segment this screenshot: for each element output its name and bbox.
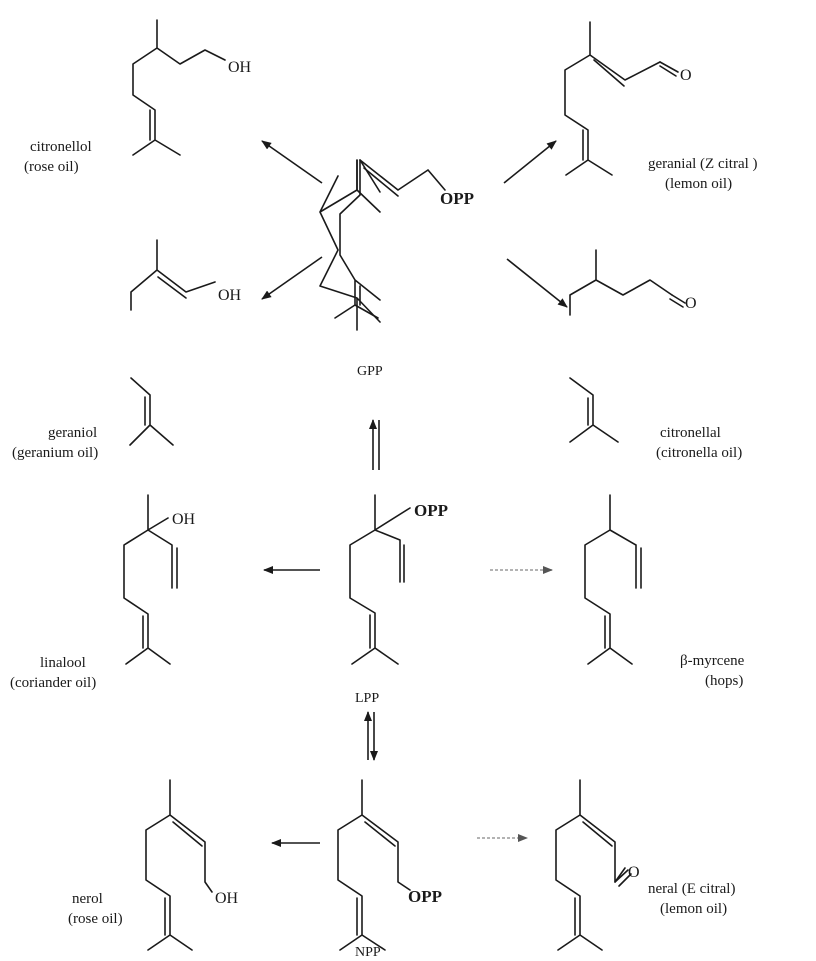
gpp-structure: OPP	[319, 159, 474, 331]
citronellal-o-label: O	[685, 295, 697, 312]
citronellol-source: (rose oil)	[24, 159, 79, 175]
geraniol-oh-label: OH	[218, 287, 242, 304]
nerol-name: nerol	[72, 891, 103, 907]
linalool-source: (coriander oil)	[10, 675, 96, 691]
neral-structure: O	[555, 779, 640, 951]
geranial-o-label: O	[680, 67, 692, 84]
nerol-source: (rose oil)	[68, 911, 123, 927]
geranial-name: geranial (Z citral )	[648, 156, 758, 172]
citronellol-name: citronellol	[30, 139, 92, 155]
neral-name: neral (E citral)	[648, 881, 735, 897]
myrcene-source: (hops)	[705, 673, 743, 689]
linalool-name: linalool	[40, 655, 86, 671]
myrcene-name: β-myrcene	[680, 653, 745, 669]
myrcene-structure	[584, 494, 642, 665]
gpp-opp-label: OPP	[440, 189, 474, 208]
neral-o-label: O	[628, 864, 640, 881]
lpp-structure: OPP	[349, 494, 448, 665]
linalool-structure: OH	[123, 494, 196, 665]
arrow-gpp-to-citronellal	[506, 258, 568, 308]
nerol-structure: OH	[145, 779, 239, 951]
npp-structure: OPP	[337, 779, 442, 951]
nerol-oh-label: OH	[215, 890, 239, 907]
citronellal-structure: O	[569, 249, 697, 443]
neral-source: (lemon oil)	[660, 901, 727, 917]
geranial-structure: O	[564, 21, 692, 176]
citronellal-source: (citronella oil)	[656, 445, 742, 461]
lpp-opp-label: OPP	[414, 501, 448, 520]
npp-opp-label: OPP	[408, 887, 442, 906]
arrow-gpp-to-citronellol	[261, 140, 323, 184]
geraniol-structure: OH	[129, 239, 242, 446]
gpp-label: GPP	[357, 364, 383, 379]
arrow-gpp-to-geranial	[503, 140, 557, 184]
geraniol-source: (geranium oil)	[12, 445, 98, 461]
npp-label: NPP	[355, 945, 381, 956]
geranial-source: (lemon oil)	[665, 176, 732, 192]
citronellol-oh-label: OH	[228, 59, 252, 76]
arrow-gpp-to-geraniol	[261, 256, 323, 300]
geraniol-name: geraniol	[48, 425, 97, 441]
citronellal-name: citronellal	[660, 425, 721, 441]
lpp-label: LPP	[355, 691, 379, 706]
linalool-oh-label: OH	[172, 511, 196, 528]
citronellol-structure: OH	[132, 19, 252, 156]
